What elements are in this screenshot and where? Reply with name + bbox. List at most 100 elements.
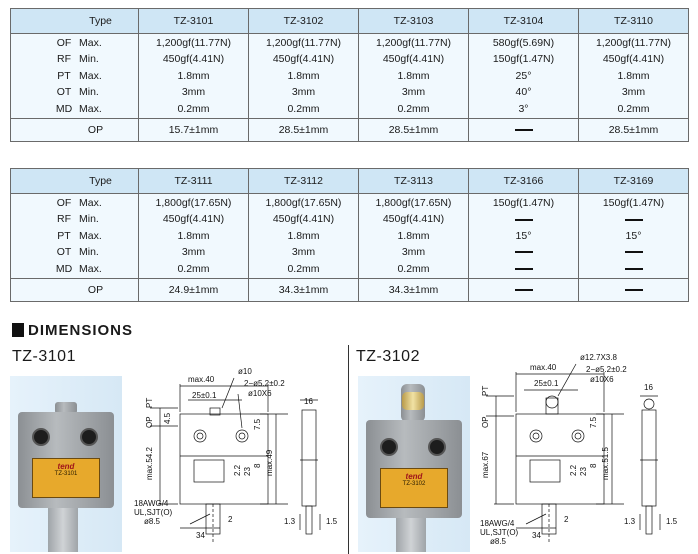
dash-mark — [624, 267, 643, 270]
dash-mark — [624, 218, 643, 221]
svg-text:max.67: max.67 — [481, 451, 490, 478]
op-value: 15.7±1mm — [138, 118, 249, 142]
op-label: OP — [87, 124, 104, 136]
switch-housing: tend TZ-3101 — [18, 412, 114, 508]
model-header: TZ-3113 — [358, 168, 469, 194]
svg-text:34: 34 — [532, 531, 541, 540]
mount-hole-icon — [32, 428, 50, 446]
svg-text:ø10X6: ø10X6 — [590, 375, 614, 384]
plunger — [55, 402, 77, 414]
label-plate: tend TZ-3101 — [32, 458, 100, 498]
dash-mark — [624, 251, 643, 254]
svg-text:4.5: 4.5 — [163, 412, 172, 424]
mount-hole-icon — [428, 438, 446, 456]
svg-text:1.3: 1.3 — [284, 517, 296, 526]
dimension-drawing-left: max.40 ø10 2−ø5.2±0.2 ø10X6 25±0.1 PT OP… — [134, 367, 338, 542]
svg-text:max.40: max.40 — [530, 363, 557, 372]
svg-text:23: 23 — [243, 467, 252, 476]
roller-icon — [402, 392, 424, 410]
spec-column: 150gf(1.47N) 15° — [579, 195, 688, 277]
switch-housing: tend TZ-3102 — [366, 420, 462, 518]
model-header: TZ-3101 — [138, 8, 249, 34]
svg-text:2−ø5.2±0.2: 2−ø5.2±0.2 — [586, 365, 627, 374]
svg-text:max.40: max.40 — [188, 375, 215, 384]
svg-text:7.5: 7.5 — [589, 416, 598, 428]
svg-text:2: 2 — [228, 515, 233, 524]
dash-mark — [624, 289, 643, 292]
svg-text:UL,SJT(O): UL,SJT(O) — [134, 508, 173, 517]
op-value: 34.3±1mm — [358, 278, 469, 302]
svg-text:2−ø5.2±0.2: 2−ø5.2±0.2 — [244, 379, 285, 388]
svg-text:2.2: 2.2 — [569, 464, 578, 476]
svg-text:OP: OP — [145, 416, 154, 428]
model-header: TZ-3112 — [248, 168, 359, 194]
svg-text:ø8.5: ø8.5 — [144, 517, 161, 526]
spec-column: 150gf(1.47N) 15° — [469, 195, 578, 277]
svg-text:25±0.1: 25±0.1 — [192, 391, 217, 400]
dash-mark — [514, 289, 533, 292]
op-value: 24.9±1mm — [138, 278, 249, 302]
dash-mark — [514, 218, 533, 221]
svg-text:16: 16 — [644, 383, 653, 392]
cable — [396, 516, 426, 552]
svg-text:ø12.7X3.8: ø12.7X3.8 — [580, 353, 617, 362]
svg-text:OP: OP — [481, 416, 490, 428]
svg-text:1.5: 1.5 — [326, 517, 338, 526]
model-header: TZ-3104 — [468, 8, 579, 34]
type-header: Type — [89, 15, 112, 27]
svg-text:2.2: 2.2 — [233, 464, 242, 476]
op-value: 28.5±1mm — [358, 118, 469, 142]
product-photo-right: tend TZ-3102 — [358, 376, 470, 552]
dash-mark — [514, 267, 533, 270]
svg-text:16: 16 — [304, 397, 313, 406]
op-value: 28.5±1mm — [578, 118, 689, 142]
spec-table-2: Type TZ-3111 TZ-3112 TZ-3113 TZ-3166 TZ-… — [10, 168, 689, 302]
dimensions-heading: DIMENSIONS — [12, 321, 133, 339]
mount-hole-icon — [80, 428, 98, 446]
svg-text:UL,SJT(O): UL,SJT(O) — [480, 528, 519, 537]
svg-text:18AWG/4: 18AWG/4 — [134, 499, 169, 508]
mount-hole-icon — [380, 438, 398, 456]
model-header: TZ-3111 — [138, 168, 249, 194]
svg-text:max.49: max.49 — [265, 449, 274, 476]
svg-text:1.3: 1.3 — [624, 517, 636, 526]
svg-text:max.54.2: max.54.2 — [145, 447, 154, 480]
op-label: OP — [87, 284, 104, 296]
model-title-left: TZ-3101 — [12, 348, 76, 365]
product-photo-left: tend TZ-3101 — [10, 376, 122, 552]
spec-column: 580gf(5.69N)150gf(1.47N)25°40°3° — [492, 37, 555, 115]
spec-table-op-row: OP 15.7±1mm 28.5±1mm 28.5±1mm 28.5±1mm — [10, 118, 689, 142]
svg-text:1.5: 1.5 — [666, 517, 678, 526]
dash-mark — [514, 129, 533, 132]
op-value: 34.3±1mm — [248, 278, 359, 302]
square-bullet-icon — [12, 323, 24, 337]
svg-text:34: 34 — [196, 531, 205, 540]
model-header: TZ-3166 — [468, 168, 579, 194]
op-value: 28.5±1mm — [248, 118, 359, 142]
svg-text:max.51.5: max.51.5 — [601, 447, 610, 480]
svg-text:PT: PT — [145, 398, 154, 408]
svg-text:ø8.5: ø8.5 — [490, 537, 507, 546]
model-header: TZ-3169 — [578, 168, 689, 194]
svg-text:7.5: 7.5 — [253, 418, 262, 430]
spec-table-op-row: OP 24.9±1mm 34.3±1mm 34.3±1mm — [10, 278, 689, 302]
model-header: TZ-3103 — [358, 8, 469, 34]
model-title-right: TZ-3102 — [356, 348, 420, 365]
cable — [48, 506, 78, 552]
svg-text:PT: PT — [481, 386, 490, 396]
dimension-drawing-right: ø12.7X3.8 max.40 2−ø5.2±0.2 ø10X6 25±0.1… — [480, 353, 678, 546]
svg-text:18AWG/4: 18AWG/4 — [480, 519, 515, 528]
svg-text:23: 23 — [579, 467, 588, 476]
model-header: TZ-3102 — [248, 8, 359, 34]
svg-text:8: 8 — [253, 463, 262, 468]
svg-text:ø10X6: ø10X6 — [248, 389, 272, 398]
svg-text:2: 2 — [564, 515, 569, 524]
spec-table-header-row: Type TZ-3111 TZ-3112 TZ-3113 TZ-3166 TZ-… — [10, 168, 689, 194]
